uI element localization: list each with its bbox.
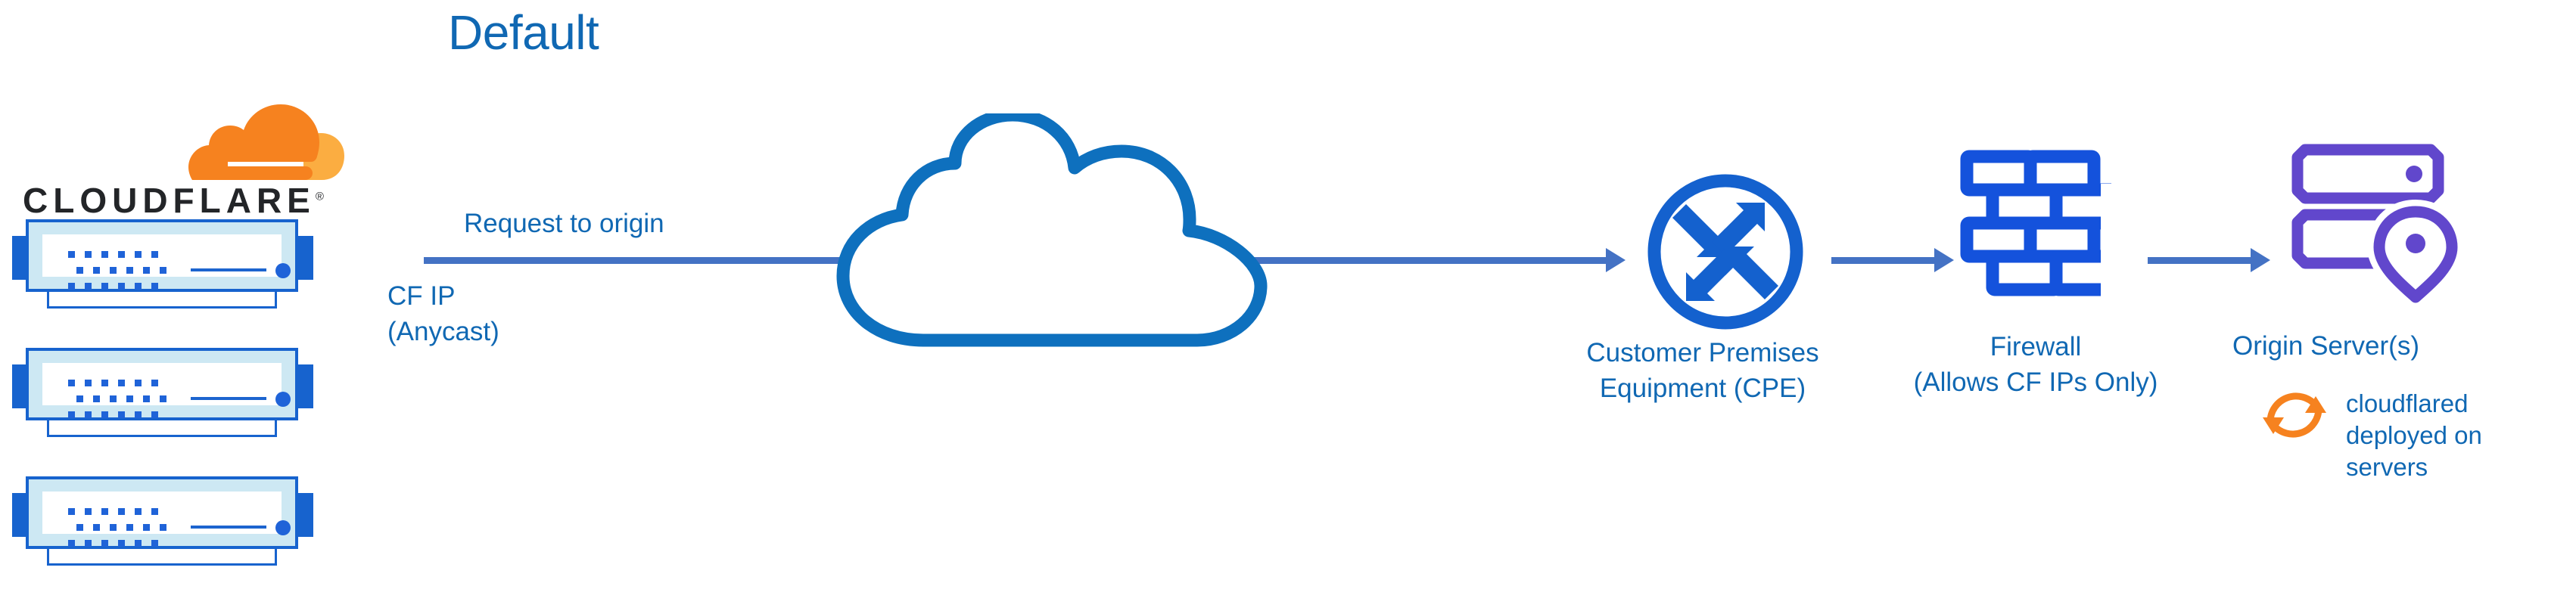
rack-body — [26, 348, 298, 420]
firewall-brick-wall-icon — [1960, 150, 2126, 305]
cloudflare-logo: CLOUDFLARE® — [23, 98, 348, 220]
rack-vent-dots-icon — [68, 380, 166, 419]
cloudflare-cloud-icon — [170, 98, 344, 181]
rack-ear-left — [12, 364, 29, 408]
internet-cloud-icon — [832, 108, 1271, 348]
rack-ear-right — [297, 236, 313, 280]
rack-ear-right — [297, 493, 313, 537]
rack-faceplate — [42, 363, 291, 418]
rack-body — [26, 476, 298, 549]
rack-base — [47, 417, 277, 437]
origin-server-label: Origin Server(s) — [2232, 331, 2419, 361]
cpe-label: Customer Premises Equipment (CPE) — [1586, 338, 1819, 403]
cpe-router-icon — [1646, 172, 1805, 331]
rack-ear-left — [12, 236, 29, 280]
rack-base — [47, 546, 277, 566]
edge-server-rack-2 — [5, 348, 322, 440]
page-title: Default — [448, 5, 599, 60]
flow-arrow-request-head — [1606, 248, 1626, 272]
rack-status-line — [191, 397, 266, 400]
rack-vent-dots-icon — [68, 508, 166, 547]
flow-arrow-cpe-firewall-head — [1934, 248, 1954, 272]
sync-arrows-icon — [2260, 380, 2329, 449]
rack-power-led-icon — [275, 520, 291, 535]
flow-arrow-firewall-origin-head — [2251, 248, 2270, 272]
flow-arrow-firewall-origin-line — [2148, 257, 2254, 264]
rack-faceplate — [42, 234, 291, 290]
origin-server-icon — [2291, 144, 2473, 314]
edge-server-rack-1 — [5, 219, 322, 312]
rack-body — [26, 219, 298, 292]
rack-vent-dots-icon — [68, 251, 166, 290]
request-to-origin-label: Request to origin — [464, 209, 664, 238]
cf-ip-anycast-label: CF IP (Anycast) — [387, 281, 499, 346]
edge-server-rack-3 — [5, 476, 322, 569]
rack-status-line — [191, 526, 266, 529]
rack-base — [47, 289, 277, 309]
firewall-label: Firewall (Allows CF IPs Only) — [1913, 332, 2158, 397]
rack-ear-left — [12, 493, 29, 537]
rack-status-line — [191, 268, 266, 271]
rack-ear-right — [297, 364, 313, 408]
flow-arrow-cpe-firewall-line — [1831, 257, 1937, 264]
rack-power-led-icon — [275, 392, 291, 407]
cloudflared-note-label: cloudflared deployed on servers — [2346, 389, 2482, 481]
cloudflare-wordmark: CLOUDFLARE® — [23, 181, 324, 220]
rack-faceplate — [42, 492, 291, 547]
rack-power-led-icon — [275, 263, 291, 278]
